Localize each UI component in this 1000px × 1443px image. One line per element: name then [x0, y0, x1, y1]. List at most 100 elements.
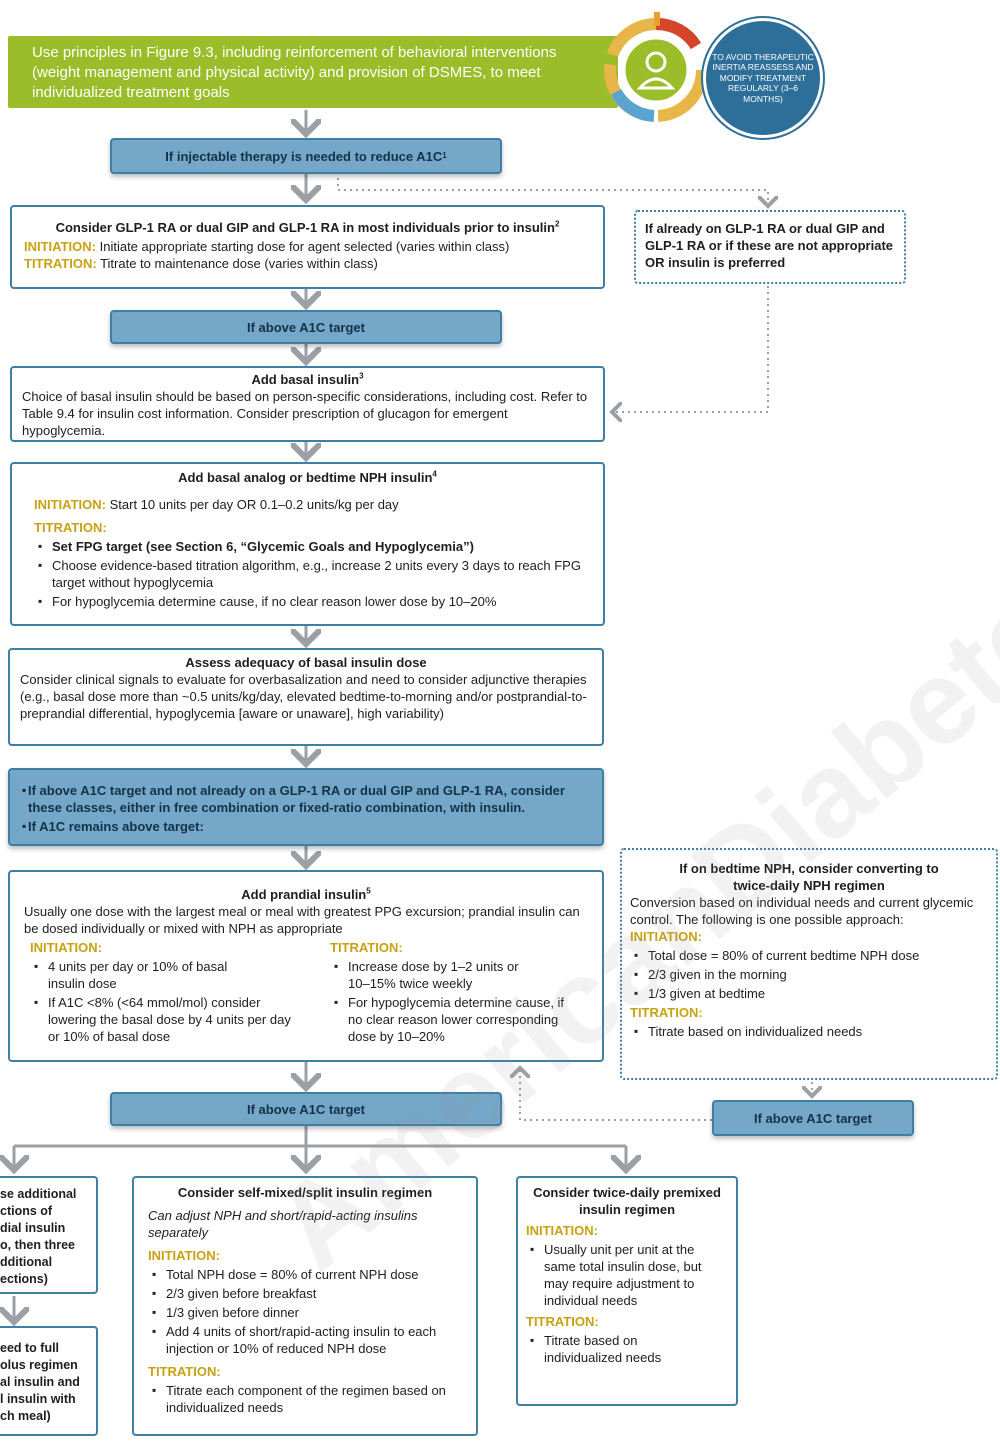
above-target-3-text: If above A1C target [754, 1110, 872, 1126]
self-mixed-box: Consider self-mixed/split insulin regime… [132, 1176, 478, 1436]
inertia-text: TO AVOID THERAPEUTIC INERTIA REASSESS AN… [712, 51, 814, 104]
dotted-target-to-prandial [520, 1068, 712, 1121]
glp1-titration: TITRATION: Titrate to maintenance dose (… [24, 255, 591, 272]
glp1-initiation: INITIATION: Initiate appropriate startin… [24, 238, 591, 255]
combination-therapy-box: If above A1C target and not already on a… [8, 768, 604, 846]
left-a-line: dditional [0, 1255, 53, 1269]
prandial-insulin-box: Add prandial insulin5 Usually one dose w… [8, 870, 604, 1062]
left-a-line: ctions of [0, 1204, 53, 1218]
list-item: For hypoglycemia determine cause, if no … [34, 593, 581, 610]
therapeutic-inertia-badge: TO AVOID THERAPEUTIC INERTIA REASSESS AN… [703, 18, 823, 138]
basal-insulin-text: Choice of basal insulin should be based … [22, 389, 588, 438]
nph-initiation-label: INITIATION: [630, 929, 702, 944]
list-item: If above A1C target and not already on a… [18, 782, 594, 816]
above-target-2-text: If above A1C target [247, 1101, 365, 1117]
behavioral-principles-banner: Use principles in Figure 9.3, including … [8, 36, 618, 108]
self-mixed-initiation-label: INITIATION: [148, 1248, 220, 1263]
assess-text: Consider clinical signals to evaluate fo… [20, 672, 587, 721]
premixed-box: Consider twice-daily premixed insulin re… [516, 1176, 738, 1406]
nph-titration-label: TITRATION: [630, 1005, 703, 1020]
list-item: If A1C remains above target: [18, 818, 594, 835]
list-item: Increase dose by 1–2 units or 10–15% twi… [330, 958, 528, 992]
left-a-line: se additional [0, 1187, 77, 1201]
basal-insulin-title: Add basal insulin [251, 372, 360, 387]
glp1-titration-label: TITRATION: [24, 256, 97, 271]
left-b-line: al insulin and [0, 1375, 80, 1389]
left-b-line: l insulin with [0, 1392, 76, 1406]
glp1-titration-text: Titrate to maintenance dose (varies with… [100, 256, 378, 271]
left-b-line: ch meal) [0, 1409, 51, 1423]
list-item: Total NPH dose = 80% of current NPH dose [148, 1266, 462, 1283]
prandial-text: Usually one dose with the largest meal o… [24, 904, 580, 936]
additional-injections-box: se additional ctions of dial insulin o, … [0, 1176, 98, 1294]
above-target-box-2: If above A1C target [110, 1092, 502, 1126]
list-item: Titrate based on individualized needs [526, 1332, 704, 1366]
self-mixed-titration-label: TITRATION: [148, 1364, 221, 1379]
nph-title: If on bedtime NPH, consider converting t… [679, 861, 939, 893]
prandial-sup: 5 [366, 886, 371, 896]
basal-analog-sup: 4 [432, 469, 437, 479]
left-a-line: ections) [0, 1272, 48, 1286]
assess-title: Assess adequacy of basal insulin dose [185, 655, 427, 670]
prandial-initiation-label: INITIATION: [30, 940, 102, 955]
prandial-titration-label: TITRATION: [330, 940, 403, 955]
already-on-text: If already on GLP-1 RA or dual GIP and G… [645, 221, 894, 270]
list-item: 2/3 given before breakfast [148, 1285, 462, 1302]
list-item: Set FPG target (see Section 6, “Glycemic… [34, 538, 581, 555]
banner-text: Use principles in Figure 9.3, including … [32, 44, 557, 101]
basal-analog-titration-list: Set FPG target (see Section 6, “Glycemic… [34, 538, 581, 610]
glp1-title: Consider GLP-1 RA or dual GIP and GLP-1 … [55, 220, 555, 235]
basal-analog-initiation-text: Start 10 units per day OR 0.1–0.2 units/… [109, 497, 399, 512]
basal-insulin-sup: 3 [359, 371, 364, 381]
basal-bolus-box: eed to full olus regimen al insulin and … [0, 1326, 98, 1436]
dotted-already-to-basal [612, 286, 769, 412]
left-b-line: eed to full [0, 1341, 60, 1355]
left-a-line: o, then three [0, 1238, 76, 1252]
basal-analog-initiation-label: INITIATION: [34, 497, 106, 512]
basal-analog-initiation: INITIATION: Start 10 units per day OR 0.… [34, 496, 581, 513]
premixed-title: Consider twice-daily premixed insulin re… [533, 1185, 721, 1217]
premixed-initiation-label: INITIATION: [526, 1223, 598, 1238]
list-item: For hypoglycemia determine cause, if no … [330, 994, 570, 1045]
dotted-injectable-to-already [337, 178, 768, 206]
glp1-initiation-label: INITIATION: [24, 239, 96, 254]
list-item: Add 4 units of short/rapid-acting insuli… [148, 1323, 462, 1357]
prandial-title: Add prandial insulin [241, 887, 367, 902]
injectable-text: If injectable therapy is needed to reduc… [165, 148, 443, 164]
prandial-titration-col: TITRATION: Increase dose by 1–2 units or… [330, 939, 570, 1047]
list-item: Usually unit per unit at the same total … [526, 1241, 704, 1309]
list-item: Choose evidence-based titration algorith… [34, 557, 581, 591]
basal-analog-title: Add basal analog or bedtime NPH insulin [178, 470, 433, 485]
bedtime-nph-box: If on bedtime NPH, consider converting t… [620, 848, 998, 1080]
glp1-sup: 2 [554, 219, 560, 229]
self-mixed-title: Consider self-mixed/split insulin regime… [177, 1185, 433, 1200]
self-mixed-subtitle: Can adjust NPH and short/rapid-acting in… [148, 1208, 418, 1240]
left-b-line: olus regimen [0, 1358, 78, 1372]
list-item: 1/3 given before dinner [148, 1304, 462, 1321]
basal-insulin-box: Add basal insulin3 Choice of basal insul… [10, 366, 605, 442]
above-target-box-1: If above A1C target [110, 310, 502, 344]
list-item: Titrate based on individualized needs [630, 1023, 988, 1040]
injectable-therapy-box: If injectable therapy is needed to reduc… [110, 138, 502, 174]
list-item: If A1C <8% (<64 mmol/mol) consider lower… [30, 994, 298, 1045]
prandial-initiation-col: INITIATION: 4 units per day or 10% of ba… [24, 939, 330, 1047]
basal-analog-titration-label: TITRATION: [34, 520, 107, 535]
glp1-box: Consider GLP-1 RA or dual GIP and GLP-1 … [10, 205, 605, 289]
assess-basal-box: Assess adequacy of basal insulin dose Co… [8, 648, 604, 746]
nph-text: Conversion based on individual needs and… [630, 895, 974, 927]
list-item: 1/3 given at bedtime [630, 985, 988, 1002]
above-target-box-3: If above A1C target [712, 1100, 914, 1136]
person-cycle-icon [604, 12, 708, 122]
glp1-initiation-text: Initiate appropriate starting dose for a… [99, 239, 510, 254]
already-on-glp1-box: If already on GLP-1 RA or dual GIP and G… [634, 210, 906, 284]
basal-analog-box: Add basal analog or bedtime NPH insulin4… [10, 462, 605, 626]
above-target-1-text: If above A1C target [247, 319, 365, 335]
list-item: Titrate each component of the regimen ba… [148, 1382, 462, 1416]
premixed-titration-label: TITRATION: [526, 1314, 599, 1329]
list-item: 4 units per day or 10% of basal insulin … [30, 958, 258, 992]
left-a-line: dial insulin [0, 1221, 66, 1235]
list-item: 2/3 given in the morning [630, 966, 988, 983]
combination-list: If above A1C target and not already on a… [18, 782, 594, 835]
list-item: Total dose = 80% of current bedtime NPH … [630, 947, 988, 964]
